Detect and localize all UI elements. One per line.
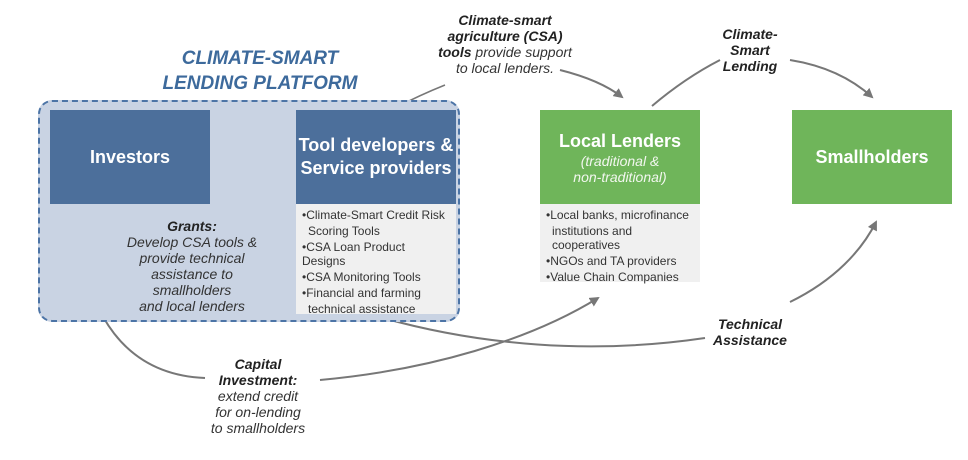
csa-tools-rest3: provide support — [471, 44, 572, 60]
tool-developers-node: Tool developers & Service providers — [296, 110, 456, 204]
investors-label: Investors — [89, 146, 171, 167]
local-lenders-sub2: non-traditional) — [573, 168, 667, 185]
capital-line2: for on-lending — [215, 404, 301, 420]
csa-tools-bold1: Climate-smart — [458, 12, 552, 28]
tool-list: •Climate-Smart Credit Risk Scoring Tools… — [296, 204, 456, 316]
smallholders-node: Smallholders — [792, 110, 952, 204]
tool-list-item: technical assistance — [308, 302, 416, 316]
csa-tools-label: Climate-smart agriculture (CSA) tools pr… — [430, 12, 580, 76]
grants-line2: provide technical — [139, 250, 245, 266]
tool-developers-line1: Tool developers & — [298, 135, 454, 155]
capital-label: Capital Investment: extend credit for on… — [198, 356, 318, 436]
ta-arrow — [382, 222, 876, 348]
tool-list-item: •Financial and farming — [302, 286, 421, 300]
tool-list-item: •CSA Monitoring Tools — [302, 270, 421, 284]
csl-arrow-start — [651, 59, 721, 107]
tool-list-item: •Climate-Smart Credit Risk — [302, 208, 445, 222]
csl-line1: Climate- — [722, 26, 778, 42]
csa-tools-line4: to local lenders. — [455, 60, 555, 76]
grants-label: Grants: Develop CSA tools & provide tech… — [112, 218, 272, 314]
grants-title: Grants: — [167, 218, 217, 234]
local-lenders-sub1: (traditional & — [580, 152, 660, 169]
grants-line4: and local lenders — [139, 298, 245, 314]
capital-line3: to smallholders — [210, 420, 306, 436]
tool-developers-line2: Service providers — [300, 158, 452, 178]
local-lenders-title: Local Lenders — [558, 130, 682, 151]
grants-line1: Develop CSA tools & — [126, 234, 258, 250]
csa-tools-bold3: tools — [438, 44, 472, 60]
capital-bold1: Capital — [234, 356, 282, 372]
lender-list-item: •Local banks, microfinance — [546, 208, 689, 222]
grants-line3: assistance to smallholders — [151, 266, 233, 298]
capital-bold2: Investment: — [218, 372, 298, 388]
csl-line2: Smart — [730, 42, 770, 58]
csa-tools-bold2: agriculture (CSA) — [447, 28, 563, 44]
lender-list: •Local banks, microfinance institutions … — [540, 204, 700, 284]
platform-title-line1: CLIMATE-SMART — [181, 48, 339, 69]
capital-line1: extend credit — [217, 388, 299, 404]
platform-title: CLIMATE-SMART LENDING PLATFORM — [130, 46, 390, 96]
ta-line2: Assistance — [713, 332, 787, 348]
ta-line1: Technical — [717, 316, 783, 332]
local-lenders-node: Local Lenders (traditional & non-traditi… — [540, 110, 700, 204]
lender-list-item: institutions and cooperatives — [552, 224, 633, 252]
investors-node: Investors — [50, 110, 210, 204]
tool-list-item: •CSA Loan Product Designs — [302, 240, 405, 268]
tool-list-item: Scoring Tools — [308, 224, 380, 238]
platform-title-line2: LENDING PLATFORM — [162, 73, 358, 94]
csl-line3: Lending — [722, 58, 778, 74]
csa-support-arrow — [559, 69, 624, 99]
lender-list-item: •NGOs and TA providers — [546, 254, 677, 268]
lender-list-item: •Value Chain Companies — [546, 270, 679, 284]
smallholders-label: Smallholders — [815, 146, 929, 167]
csl-arrow-end — [789, 59, 874, 99]
ta-label: Technical Assistance — [705, 316, 795, 348]
csl-label: Climate- Smart Lending — [715, 26, 785, 74]
